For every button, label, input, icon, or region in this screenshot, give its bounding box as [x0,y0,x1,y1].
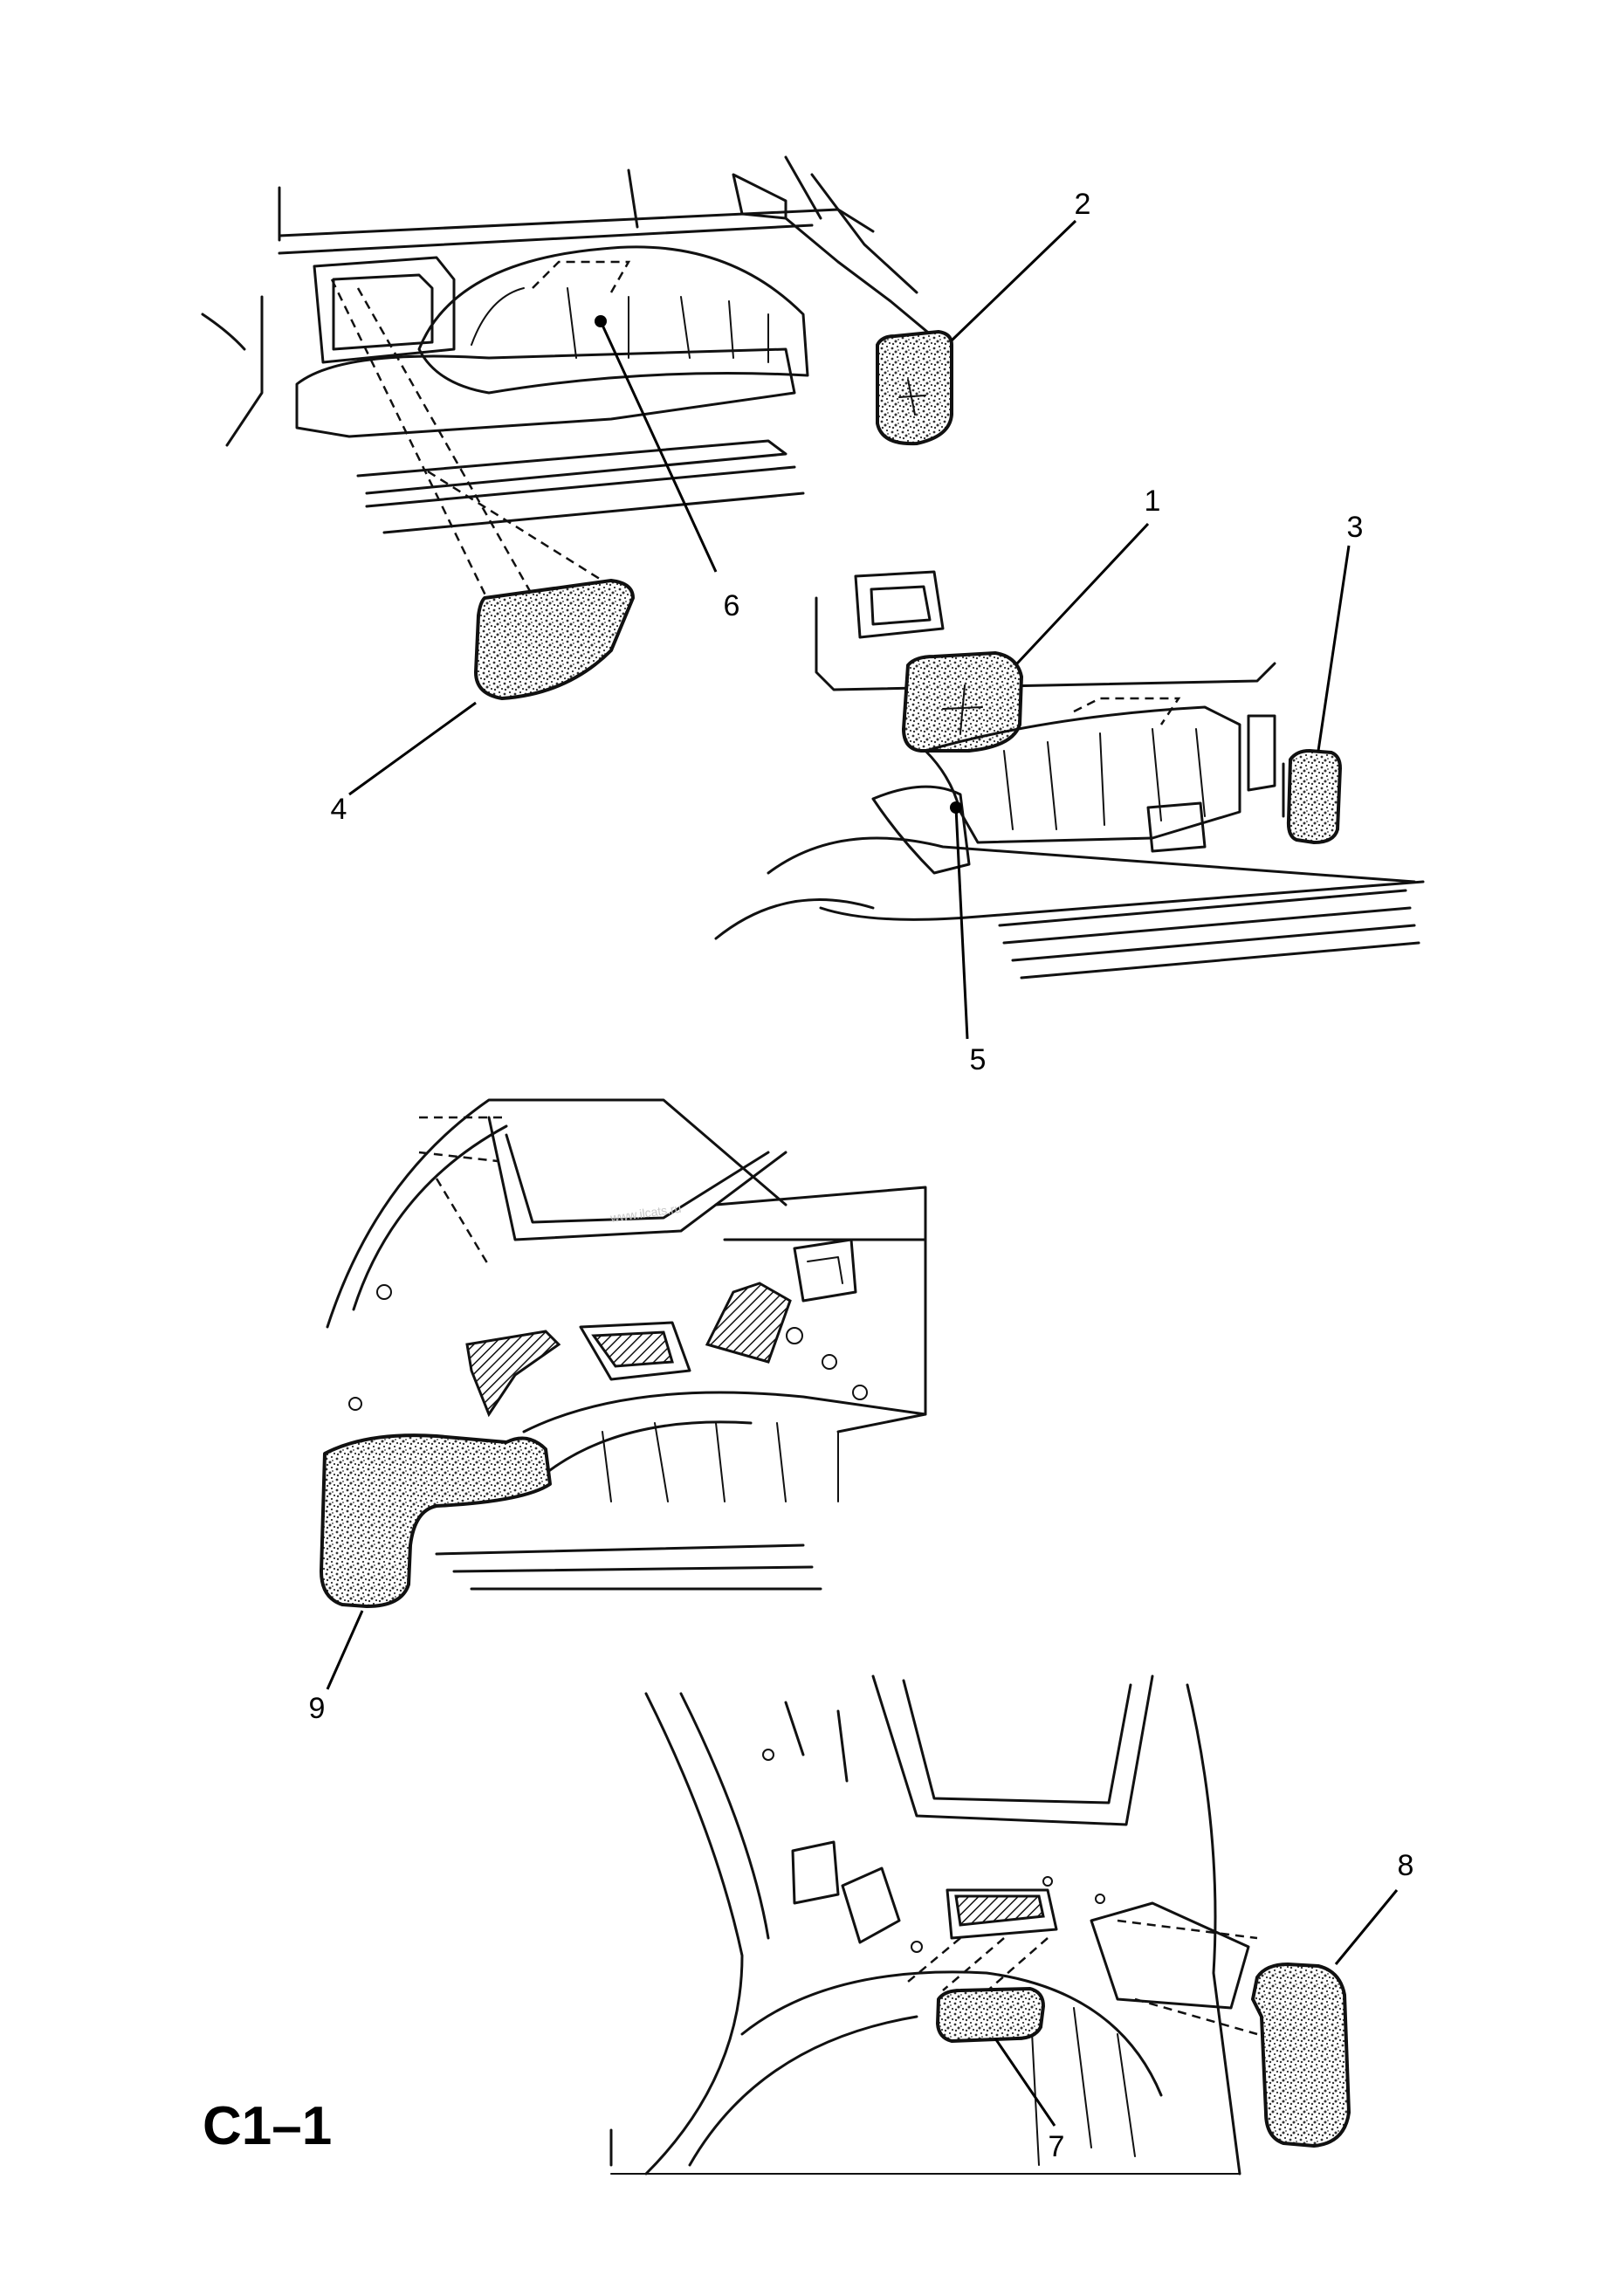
callout-9: 9 [309,1692,326,1725]
part-7-plug [936,1987,1045,2043]
callout-5: 5 [970,1043,987,1076]
hatched-opening-d [954,1894,1045,1927]
part-3-plug [1286,749,1342,844]
sheet-code-label: C1–1 [203,2096,333,2156]
view-quarter-panel-rear [609,1674,1351,2176]
view-wheelarch-right [714,570,1425,980]
hatched-opening-a [705,1282,792,1364]
callout-8: 8 [1398,1849,1414,1882]
part-9-seal-pad [320,1433,552,1608]
leader-5 [954,807,969,1040]
callout-numbers: 1 2 3 4 5 6 7 8 9 [309,188,1414,2163]
leader-7 [994,2038,1056,2127]
hatched-opening-b [591,1330,674,1368]
part-8-seal-pad [1251,1963,1351,2148]
leader-6 [599,320,718,573]
leader-8 [1334,1889,1399,1965]
callout-4: 4 [331,793,347,826]
leader-1 [1015,522,1150,665]
leader-3 [1317,545,1351,752]
watermark-text: www.ilcats.ru [609,1201,682,1225]
callout-3: 3 [1347,511,1364,544]
part-2-plug [876,330,953,446]
callout-6: 6 [724,589,740,622]
callout-2: 2 [1075,188,1091,221]
hatched-opening-c [465,1330,561,1418]
part-4-seal-pad [474,579,635,700]
callout-1: 1 [1145,485,1161,518]
leader-lines [326,219,1399,2127]
leader-9 [326,1610,364,1690]
leader-2 [950,219,1077,342]
view-quarter-panel-lower [320,1098,927,1608]
leader-4 [348,701,477,796]
callout-7: 7 [1049,2130,1065,2163]
view-wheelarch-left [201,155,953,700]
